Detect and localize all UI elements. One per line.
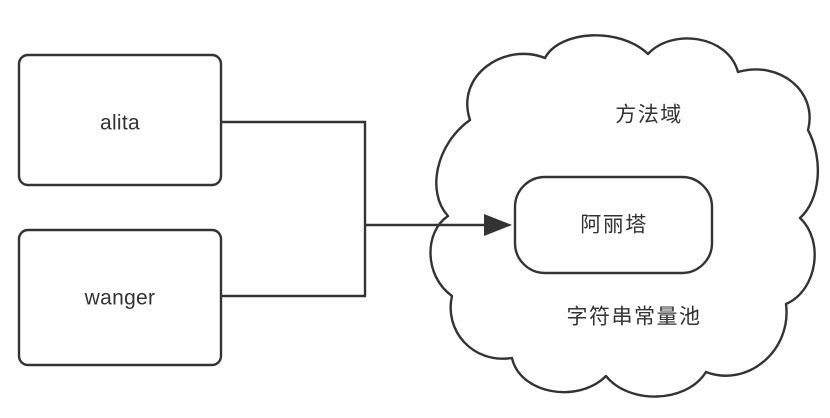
connector-arrow-head-icon [484,214,512,236]
connector-merge-path[interactable] [221,120,367,298]
interned-string-box[interactable] [513,175,714,275]
wanger-box[interactable] [17,228,223,367]
alita-box[interactable] [17,53,223,187]
